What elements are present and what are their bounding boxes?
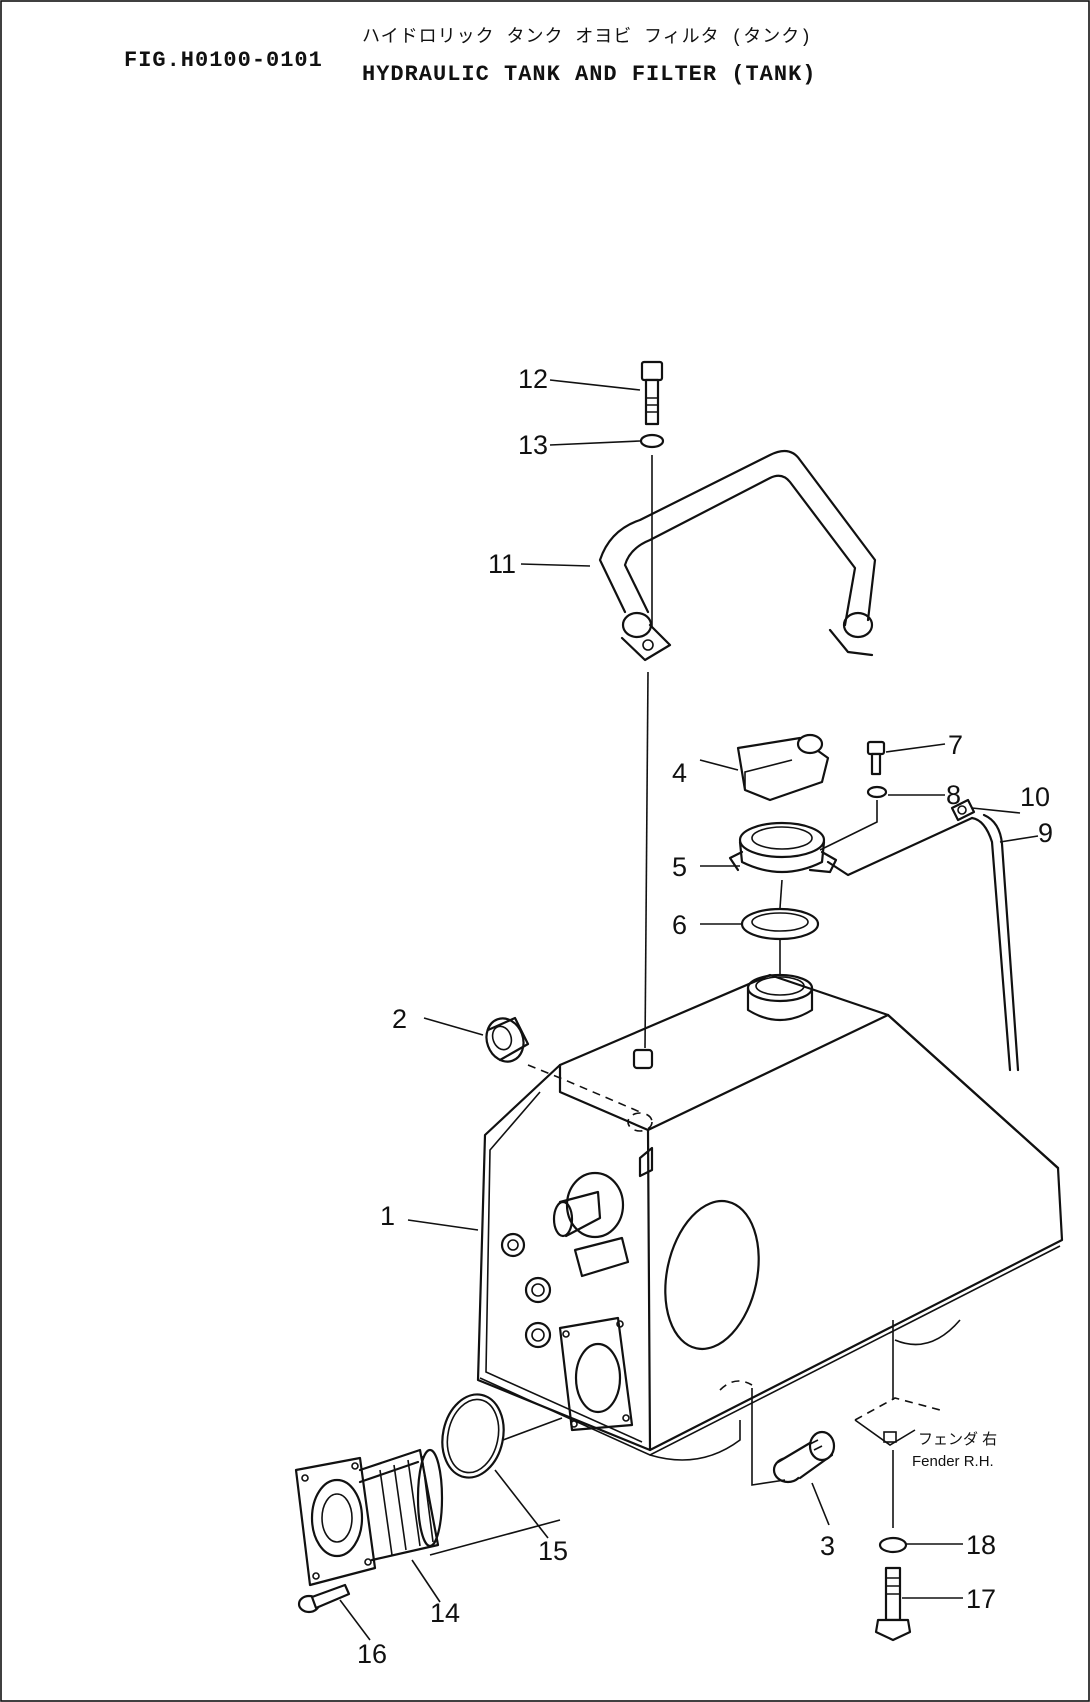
callout-7: 7 <box>948 730 963 760</box>
breather-tube-9 <box>826 813 1020 1072</box>
bolt-12 <box>640 360 664 426</box>
note-fender-jp: フェンダ 右 <box>918 1431 997 1448</box>
callout-11: 11 <box>488 549 516 579</box>
callout-6: 6 <box>672 910 687 940</box>
callout-12: 12 <box>518 364 548 394</box>
leader-lines <box>339 379 1039 1641</box>
figure-number: FIG.H0100-0101 <box>124 48 323 73</box>
bolt-17 <box>874 1566 912 1642</box>
washer-8 <box>866 785 888 799</box>
callout-16: 16 <box>357 1639 387 1669</box>
plug-2 <box>485 1016 530 1063</box>
callout-5: 5 <box>672 852 687 882</box>
drain-plug-3 <box>772 1430 836 1484</box>
callout-3: 3 <box>820 1531 835 1561</box>
washer-18 <box>878 1536 908 1554</box>
title-english: HYDRAULIC TANK AND FILTER (TANK) <box>362 62 817 87</box>
callout-numbers: 1 2 3 4 5 6 7 8 9 10 11 12 13 14 15 16 1… <box>357 364 1053 1669</box>
callout-15: 15 <box>538 1536 568 1566</box>
callout-4: 4 <box>672 758 687 788</box>
note-fender-en: Fender R.H. <box>912 1453 994 1470</box>
hose-clip-10 <box>950 798 976 822</box>
callout-18: 18 <box>966 1530 996 1560</box>
title-japanese: ハイドロリック タンク オヨビ フィルタ (タンク) <box>362 28 813 48</box>
filler-cap-4 <box>736 733 830 802</box>
callout-2: 2 <box>392 1004 407 1034</box>
o-ring-15 <box>441 1393 505 1479</box>
callout-8: 8 <box>946 780 961 810</box>
bolt-16 <box>297 1583 351 1614</box>
washer-13 <box>639 433 665 449</box>
handle-bar <box>598 449 877 662</box>
callout-10: 10 <box>1020 782 1050 812</box>
bolt-7 <box>866 740 886 776</box>
hydraulic-tank <box>476 973 1064 1461</box>
callout-1: 1 <box>380 1201 395 1231</box>
callout-13: 13 <box>518 430 548 460</box>
filter-element-14 <box>294 1448 444 1587</box>
callout-17: 17 <box>966 1584 996 1614</box>
gasket-6 <box>740 907 820 941</box>
filler-neck-5 <box>728 821 838 874</box>
callout-14: 14 <box>430 1598 460 1628</box>
callout-9: 9 <box>1038 818 1053 848</box>
